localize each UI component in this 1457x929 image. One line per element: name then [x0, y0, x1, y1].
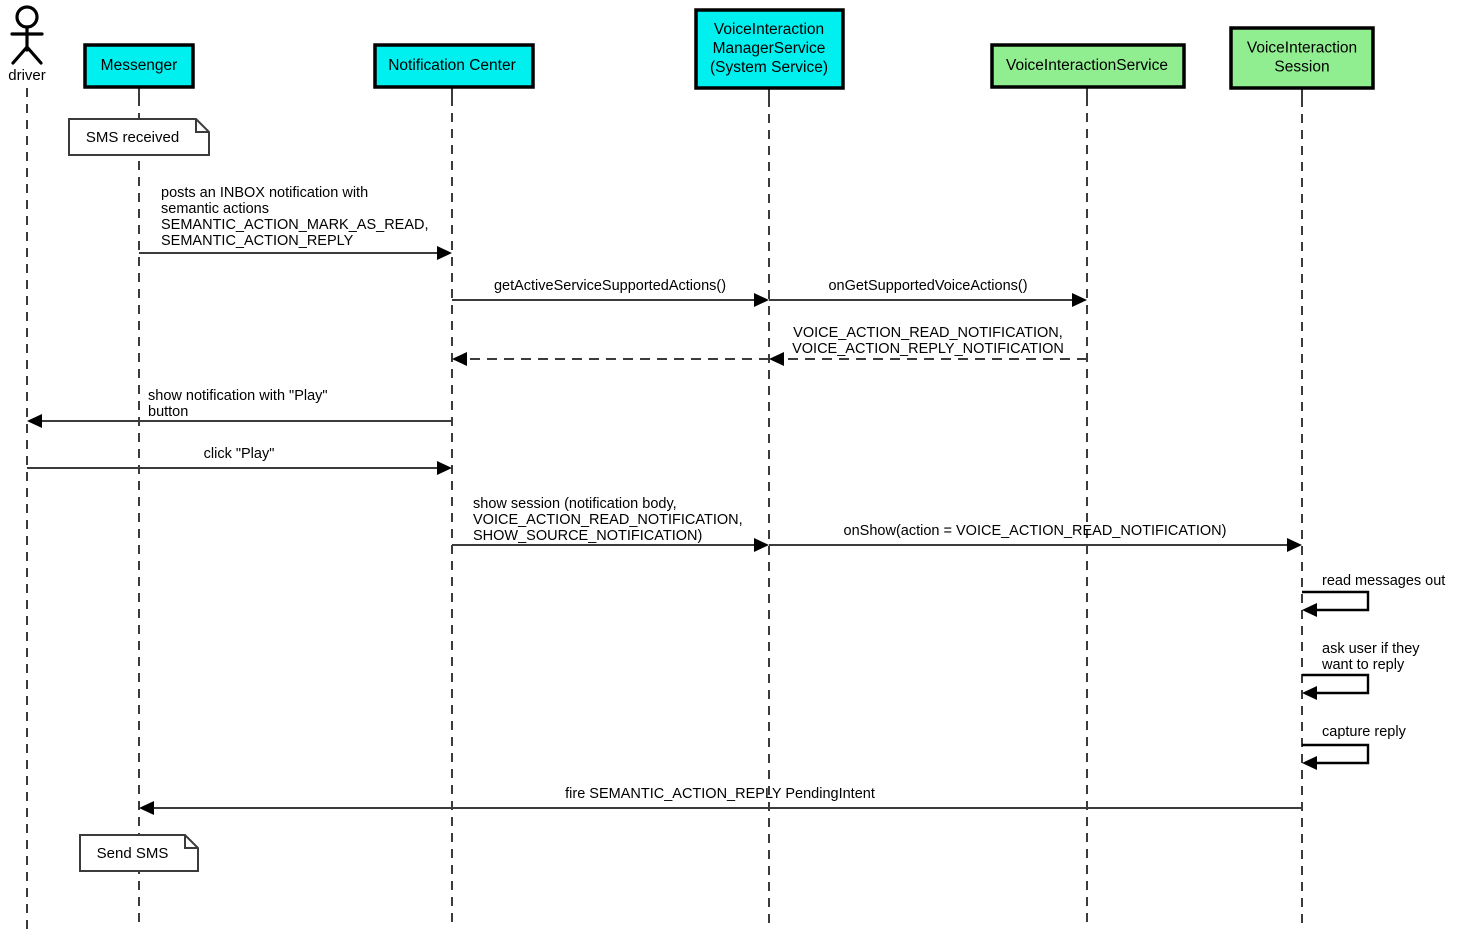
actors-layer: driver: [8, 5, 46, 84]
message-msg-show-session[interactable]: show session (notification body,VOICE_AC…: [452, 496, 769, 552]
participant-label-voice-interaction-session: Session: [1274, 59, 1329, 76]
participant-label-voice-interaction-service: VoiceInteractionService: [1006, 57, 1168, 74]
self-message-self-capture-reply[interactable]: capture reply: [1302, 724, 1407, 770]
self-message-path-self-ask-user-if-they-want-to-reply: [1302, 673, 1370, 695]
message-msg-return-voice-actions-to-notification-center[interactable]: [452, 352, 769, 366]
participant-label-voice-interaction-session: VoiceInteraction: [1247, 40, 1357, 57]
participant-box-voice-interaction-manager-service: [694, 8, 845, 90]
self-message-self-read-messages-out[interactable]: read messages out: [1302, 573, 1445, 617]
message-label-msg-post-inbox-notification: posts an INBOX notification with: [161, 185, 368, 201]
actor-driver[interactable]: driver: [8, 5, 46, 84]
message-label-msg-show-notification-with-play: button: [148, 404, 188, 420]
message-label-msg-post-inbox-notification: SEMANTIC_ACTION_MARK_AS_READ,: [161, 217, 429, 233]
self-message-path-self-capture-reply: [1302, 743, 1370, 765]
message-msg-post-inbox-notification[interactable]: posts an INBOX notification withsemantic…: [139, 185, 452, 260]
self-message-label-self-capture-reply: capture reply: [1322, 724, 1407, 740]
message-label-msg-on-show: onShow(action = VOICE_ACTION_READ_NOTIFI…: [844, 523, 1227, 539]
message-arrowhead-msg-show-session: [754, 538, 769, 552]
message-arrowhead-msg-on-show: [1287, 538, 1302, 552]
note-send-sms-fold-icon: [184, 835, 198, 849]
message-arrowhead-msg-click-play: [437, 461, 452, 475]
note-send-sms-shape: [79, 834, 199, 872]
message-msg-on-show[interactable]: onShow(action = VOICE_ACTION_READ_NOTIFI…: [769, 523, 1302, 552]
message-msg-on-get-supported-voice-actions[interactable]: onGetSupportedVoiceActions(): [769, 278, 1087, 307]
participant-label-voice-interaction-manager-service: (System Service): [710, 59, 828, 76]
message-msg-show-notification-with-play[interactable]: show notification with "Play"button: [27, 388, 452, 428]
actor-label-driver: driver: [8, 67, 46, 84]
message-label-msg-show-session: VOICE_ACTION_READ_NOTIFICATION,: [473, 512, 743, 528]
message-label-msg-return-voice-actions-to-vims: VOICE_ACTION_READ_NOTIFICATION,: [793, 325, 1063, 341]
participant-box-messenger: [83, 43, 195, 89]
participant-messenger[interactable]: Messenger: [83, 43, 195, 89]
message-arrowhead-msg-fire-semantic-action-reply-pending-intent: [139, 801, 154, 815]
message-label-msg-post-inbox-notification: semantic actions: [161, 201, 269, 217]
participant-label-voice-interaction-manager-service: ManagerService: [713, 40, 826, 57]
participant-label-messenger: Messenger: [101, 57, 178, 74]
message-msg-get-active-service-supported-actions[interactable]: getActiveServiceSupportedActions(): [452, 278, 769, 307]
self-message-arrowhead-self-ask-user-if-they-want-to-reply: [1302, 686, 1317, 700]
lifelines-layer: [26, 87, 1303, 929]
note-sms-received-shape: [68, 118, 210, 156]
self-message-label-self-ask-user-if-they-want-to-reply: want to reply: [1321, 657, 1405, 673]
note-sms-received[interactable]: SMS received: [68, 118, 210, 156]
self-message-label-self-read-messages-out: read messages out: [1322, 573, 1445, 589]
note-send-sms[interactable]: Send SMS: [79, 834, 199, 872]
messages-layer: posts an INBOX notification withsemantic…: [27, 185, 1302, 815]
participant-box-notification-center: [373, 43, 535, 89]
message-arrowhead-msg-post-inbox-notification: [437, 246, 452, 260]
participant-label-notification-center: Notification Center: [388, 57, 516, 74]
message-label-msg-fire-semantic-action-reply-pending-intent: fire SEMANTIC_ACTION_REPLY PendingIntent: [565, 786, 875, 802]
message-msg-fire-semantic-action-reply-pending-intent[interactable]: fire SEMANTIC_ACTION_REPLY PendingIntent: [139, 786, 1302, 815]
message-arrowhead-msg-get-active-service-supported-actions: [754, 293, 769, 307]
self-message-arrowhead-self-read-messages-out: [1302, 603, 1317, 617]
message-arrowhead-msg-return-voice-actions-to-vims: [769, 352, 784, 366]
self-message-label-self-ask-user-if-they-want-to-reply: ask user if they: [1322, 641, 1420, 657]
participant-label-voice-interaction-manager-service: VoiceInteraction: [714, 21, 824, 38]
message-label-msg-on-get-supported-voice-actions: onGetSupportedVoiceActions(): [828, 278, 1027, 294]
self-message-path-self-read-messages-out: [1302, 590, 1370, 612]
message-arrowhead-msg-on-get-supported-voice-actions: [1072, 293, 1087, 307]
self-message-arrowhead-self-capture-reply: [1302, 756, 1317, 770]
message-label-msg-show-notification-with-play: show notification with "Play": [148, 388, 328, 404]
message-label-msg-return-voice-actions-to-vims: VOICE_ACTION_REPLY_NOTIFICATION: [792, 341, 1064, 357]
message-msg-click-play[interactable]: click "Play": [27, 446, 452, 475]
note-sms-received-fold-icon: [195, 119, 209, 133]
message-label-msg-get-active-service-supported-actions: getActiveServiceSupportedActions(): [494, 278, 726, 294]
participant-voice-interaction-service[interactable]: VoiceInteractionService: [990, 43, 1186, 89]
message-label-msg-show-session: show session (notification body,: [473, 496, 677, 512]
participant-box-voice-interaction-service: [990, 43, 1186, 89]
message-label-msg-post-inbox-notification: SEMANTIC_ACTION_REPLY: [161, 233, 354, 249]
message-label-msg-click-play: click "Play": [204, 446, 275, 462]
message-label-msg-show-session: SHOW_SOURCE_NOTIFICATION): [473, 528, 702, 544]
participants-layer: Messenger Notification Center VoiceInterac…: [83, 8, 1375, 90]
note-send-sms-label: Send SMS: [97, 845, 169, 862]
actor-head-icon: [15, 5, 39, 29]
actor-body-icon: [10, 25, 44, 65]
participant-box-voice-interaction-session: [1229, 26, 1375, 90]
message-arrowhead-msg-show-notification-with-play: [27, 414, 42, 428]
note-sms-received-label: SMS received: [86, 129, 179, 146]
message-arrowhead-msg-return-voice-actions-to-notification-center: [452, 352, 467, 366]
participant-notification-center[interactable]: Notification Center: [373, 43, 535, 89]
message-msg-return-voice-actions-to-vims[interactable]: VOICE_ACTION_READ_NOTIFICATION,VOICE_ACT…: [769, 325, 1087, 366]
